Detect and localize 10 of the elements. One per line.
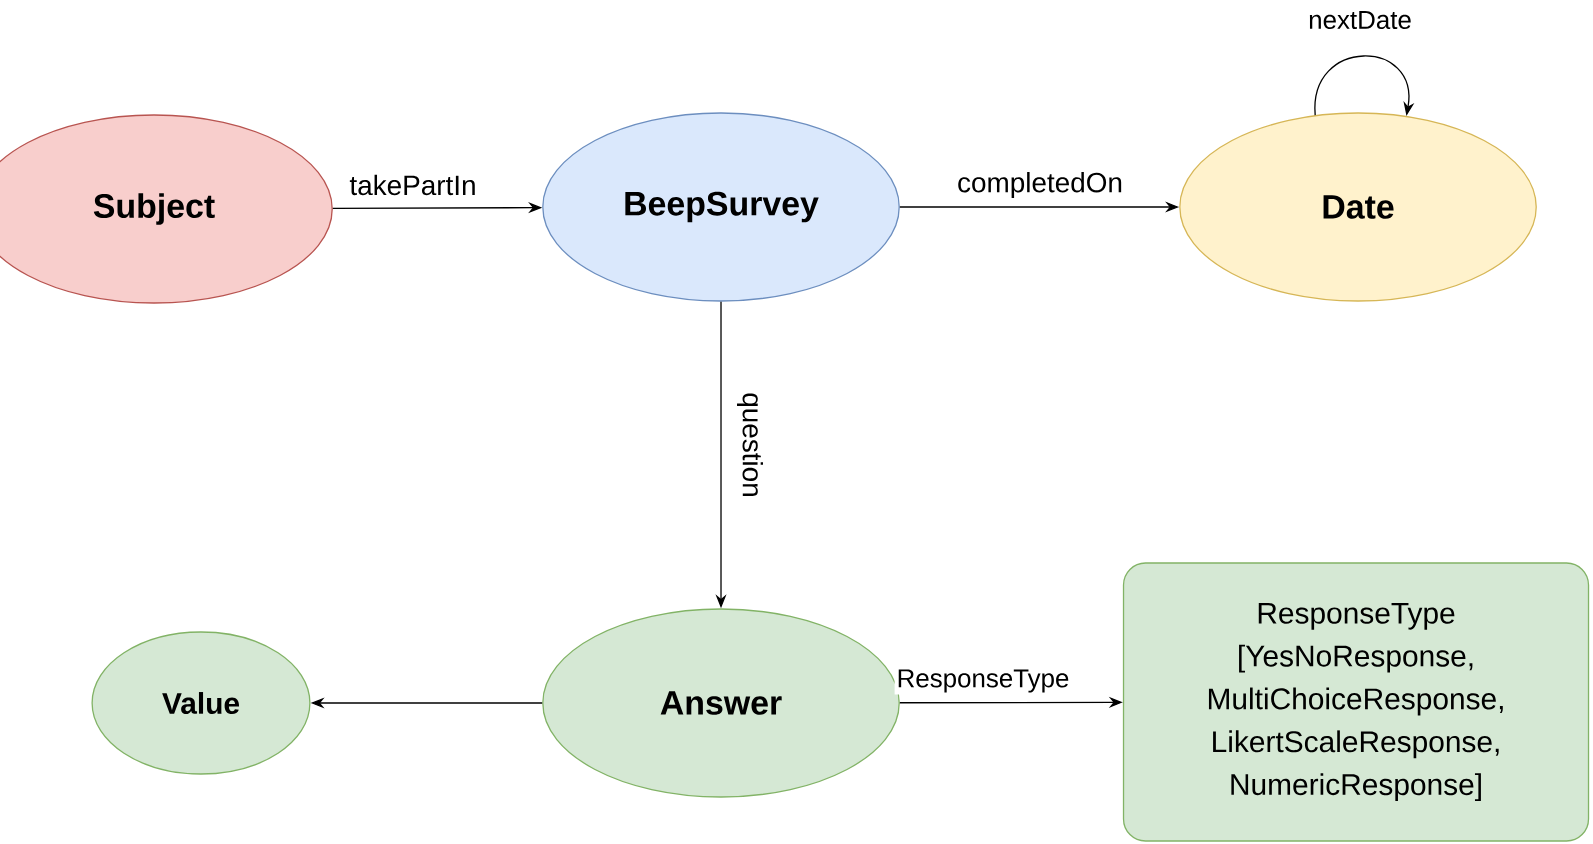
ellipse-node: BeepSurvey (542, 112, 900, 302)
edge-label: takePartIn (347, 172, 479, 198)
edge-label: completedOn (955, 170, 1125, 200)
ellipse-node: Value (91, 631, 311, 775)
rounded-box: ResponseType [YesNoResponse, MultiChoiceResponse, LikertScaleResponse, NumericResponse] (1122, 562, 1590, 842)
ellipse-node: Date (1179, 112, 1537, 302)
arrow (1314, 55, 1415, 116)
edge-label: question (735, 390, 765, 500)
edge-label: nextDate (1306, 8, 1414, 32)
edge-label: ResponseType (894, 667, 1072, 695)
